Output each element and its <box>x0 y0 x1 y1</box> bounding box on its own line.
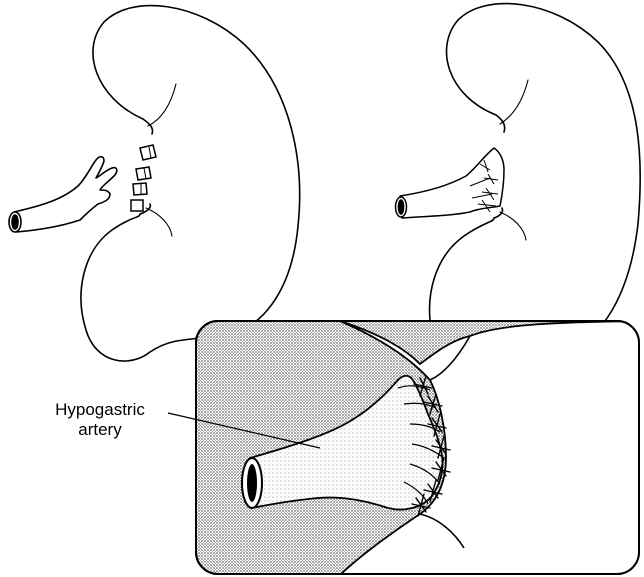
artery-label: Hypogastric artery <box>20 400 180 440</box>
left-kidney <box>81 6 300 361</box>
artery-label-line2: artery <box>20 420 180 440</box>
left-detached-artery <box>9 157 117 232</box>
artery-label-line1: Hypogastric <box>20 400 180 420</box>
magnified-inset <box>196 321 640 575</box>
left-kidney-vessel-stumps <box>131 145 156 211</box>
right-attached-artery <box>396 148 505 218</box>
